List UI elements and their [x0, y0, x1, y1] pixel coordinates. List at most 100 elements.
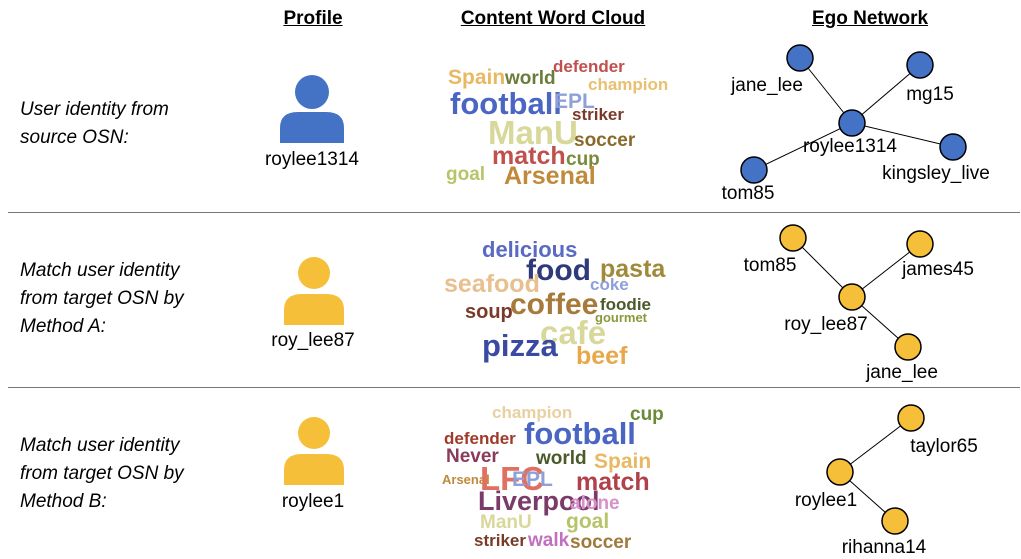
row-label-method-a: Match user identity from target OSN by M…: [20, 257, 184, 341]
cloud-word: beef: [576, 342, 628, 370]
network-node-label: taylor65: [910, 436, 978, 457]
network-node: [894, 333, 922, 361]
network-node-label: james45: [901, 259, 974, 280]
cloud-word: champion: [588, 75, 668, 94]
cloud-word: soccer: [570, 532, 632, 553]
cloud-word: food: [526, 254, 591, 287]
network-center-node: [838, 109, 866, 137]
row-label-line: User identity from: [20, 99, 169, 120]
word-cloud-header: Content Word Cloud: [460, 8, 646, 29]
person-icon: [280, 75, 344, 143]
cloud-word: Arsenal: [442, 472, 490, 487]
cloud-word: alone: [570, 493, 620, 514]
cloud-word: goal: [446, 164, 485, 185]
cloud-word: pasta: [600, 255, 666, 283]
row-divider: [8, 387, 1020, 388]
cloud-word: seafood: [444, 270, 540, 298]
network-center-node: [826, 458, 854, 486]
person-icon: [284, 257, 344, 325]
row-label-line: source OSN:: [20, 127, 129, 148]
profile-header: Profile: [283, 8, 343, 29]
cloud-word: world: [535, 448, 587, 469]
cloud-word: ManU: [480, 512, 532, 533]
row-label-line: Method A:: [20, 316, 106, 337]
cloud-word: Never: [446, 446, 499, 467]
row-label-line: Method B:: [20, 491, 107, 512]
cloud-word: Arsenal: [504, 162, 596, 190]
row-label-line: from target OSN by: [20, 463, 184, 484]
cloud-word: ManU: [488, 114, 578, 151]
cloud-word: goal: [566, 510, 609, 533]
network-node: [740, 156, 768, 184]
row-label-line: from target OSN by: [20, 288, 184, 309]
cloud-word: world: [504, 68, 556, 89]
profile-username: roylee1: [281, 491, 345, 512]
network-node: [779, 224, 807, 252]
cloud-word: foodie: [600, 295, 651, 314]
network-node: [786, 44, 814, 72]
cloud-word: Spain: [594, 450, 651, 473]
cloud-word: delicious: [482, 237, 577, 262]
network-node-label: roylee1: [795, 490, 857, 511]
row-divider: [8, 212, 1020, 213]
network-node-label: kingsley_live: [882, 163, 990, 184]
cloud-word: football: [524, 416, 636, 451]
network-node-label: jane_lee: [865, 362, 938, 383]
cloud-word: match: [492, 142, 566, 170]
network-node-label: roylee1314: [803, 136, 897, 157]
cloud-word: cafe: [540, 314, 606, 351]
cloud-word: soccer: [574, 130, 636, 151]
cloud-word: Liverpool: [478, 486, 600, 516]
cloud-word: coffee: [510, 288, 598, 321]
ego-network-diagram: jane_lee mg15 kingsley_live tom85 roylee1314…: [722, 44, 990, 558]
network-edge: [799, 57, 853, 124]
cloud-word: cup: [566, 149, 600, 170]
cloud-word: football: [450, 86, 562, 121]
cloud-word: defender: [553, 57, 625, 76]
network-node-label: mg15: [906, 84, 954, 105]
network-edge: [851, 64, 921, 124]
person-icon: [284, 417, 344, 485]
network-node-label: jane_lee: [730, 75, 803, 96]
network-edge: [839, 417, 912, 473]
row-label-method-b: Match user identity from target OSN by M…: [20, 432, 184, 516]
network-node: [897, 404, 925, 432]
cloud-word: soup: [465, 301, 513, 323]
cloud-word: champion: [492, 403, 572, 422]
profile-username: roy_lee87: [271, 330, 355, 351]
cloud-word: match: [576, 468, 650, 496]
network-node: [906, 230, 934, 258]
network-edge: [851, 122, 954, 148]
cloud-word: defender: [444, 429, 516, 448]
cloud-word: striker: [572, 105, 624, 124]
network-node-label: roy_lee87: [784, 314, 867, 335]
cloud-word: gourmet: [595, 310, 648, 325]
network-edge: [753, 122, 853, 171]
cloud-word: coke: [590, 275, 629, 294]
cloud-word: LFC: [480, 460, 544, 497]
network-node-label: tom85: [744, 255, 797, 276]
cloud-word: cup: [630, 404, 664, 425]
cloud-word: Spain: [448, 66, 505, 89]
network-node-label: rihanna14: [842, 537, 927, 558]
row-label-line: Match user identity: [20, 260, 180, 281]
network-edge: [851, 243, 921, 298]
cloud-word: pizza: [482, 328, 559, 363]
row-label-source: User identity from source OSN:: [20, 96, 169, 152]
network-node-label: tom85: [722, 183, 775, 204]
network-node: [906, 51, 934, 79]
network-center-node: [838, 283, 866, 311]
cloud-word: striker: [474, 531, 526, 550]
network-node: [939, 133, 967, 161]
cloud-word: walk: [527, 530, 570, 551]
profile-username: roylee1314: [264, 149, 360, 170]
network-node: [881, 507, 909, 535]
cloud-word: EPL: [512, 468, 553, 491]
ego-network-header: Ego Network: [811, 8, 929, 29]
cloud-word: EPL: [554, 90, 595, 113]
network-edge: [792, 237, 853, 298]
row-label-line: Match user identity: [20, 435, 180, 456]
